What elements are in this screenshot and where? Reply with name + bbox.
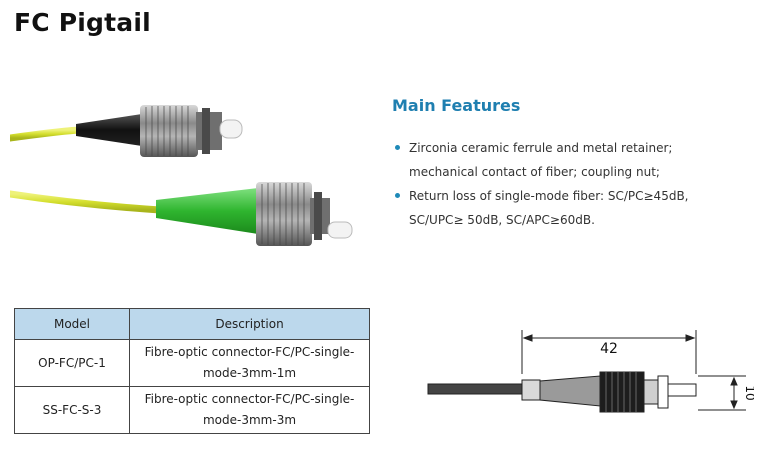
cell-model: OP-FC/PC-1 bbox=[14, 339, 130, 387]
bottom-boot bbox=[156, 188, 258, 234]
table-row: OP-FC/PC-1 Fibre-optic connector-FC/PC-s… bbox=[14, 339, 370, 387]
height-label: 10 bbox=[743, 385, 754, 400]
pigtail-photo bbox=[10, 105, 353, 246]
connector-outline bbox=[427, 371, 697, 413]
top-cable bbox=[10, 126, 84, 142]
bottom-cable bbox=[10, 190, 164, 214]
header-description: Description bbox=[129, 308, 370, 340]
dimension-diagram: 42 10 bbox=[427, 330, 754, 413]
features-heading: Main Features bbox=[392, 96, 521, 115]
top-coupling-nut bbox=[140, 105, 198, 157]
bottom-ferrule bbox=[327, 221, 353, 239]
feature-item: Return loss of single-mode fiber: SC/PC≥… bbox=[392, 184, 742, 232]
cell-description: Fibre-optic connector-FC/PC-single-mode-… bbox=[129, 339, 370, 387]
spec-table: Model Description OP-FC/PC-1 Fibre-optic… bbox=[14, 308, 370, 434]
dimension-arrow-height bbox=[698, 375, 746, 411]
feature-item: Zirconia ceramic ferrule and metal retai… bbox=[392, 136, 742, 184]
features-list: Zirconia ceramic ferrule and metal retai… bbox=[392, 136, 742, 232]
top-ferrule bbox=[219, 119, 243, 139]
bullet-icon bbox=[395, 145, 400, 150]
cell-description: Fibre-optic connector-FC/PC-single-mode-… bbox=[129, 386, 370, 434]
table-row: SS-FC-S-3 Fibre-optic connector-FC/PC-si… bbox=[14, 386, 370, 434]
page-title: FC Pigtail bbox=[14, 8, 151, 37]
bullet-icon bbox=[395, 193, 400, 198]
length-label: 42 bbox=[600, 341, 618, 357]
top-boot bbox=[76, 114, 142, 146]
header-model: Model bbox=[14, 308, 130, 340]
dimension-arrow-length bbox=[521, 330, 697, 374]
cell-model: SS-FC-S-3 bbox=[14, 386, 130, 434]
table-header-row: Model Description bbox=[14, 308, 370, 340]
